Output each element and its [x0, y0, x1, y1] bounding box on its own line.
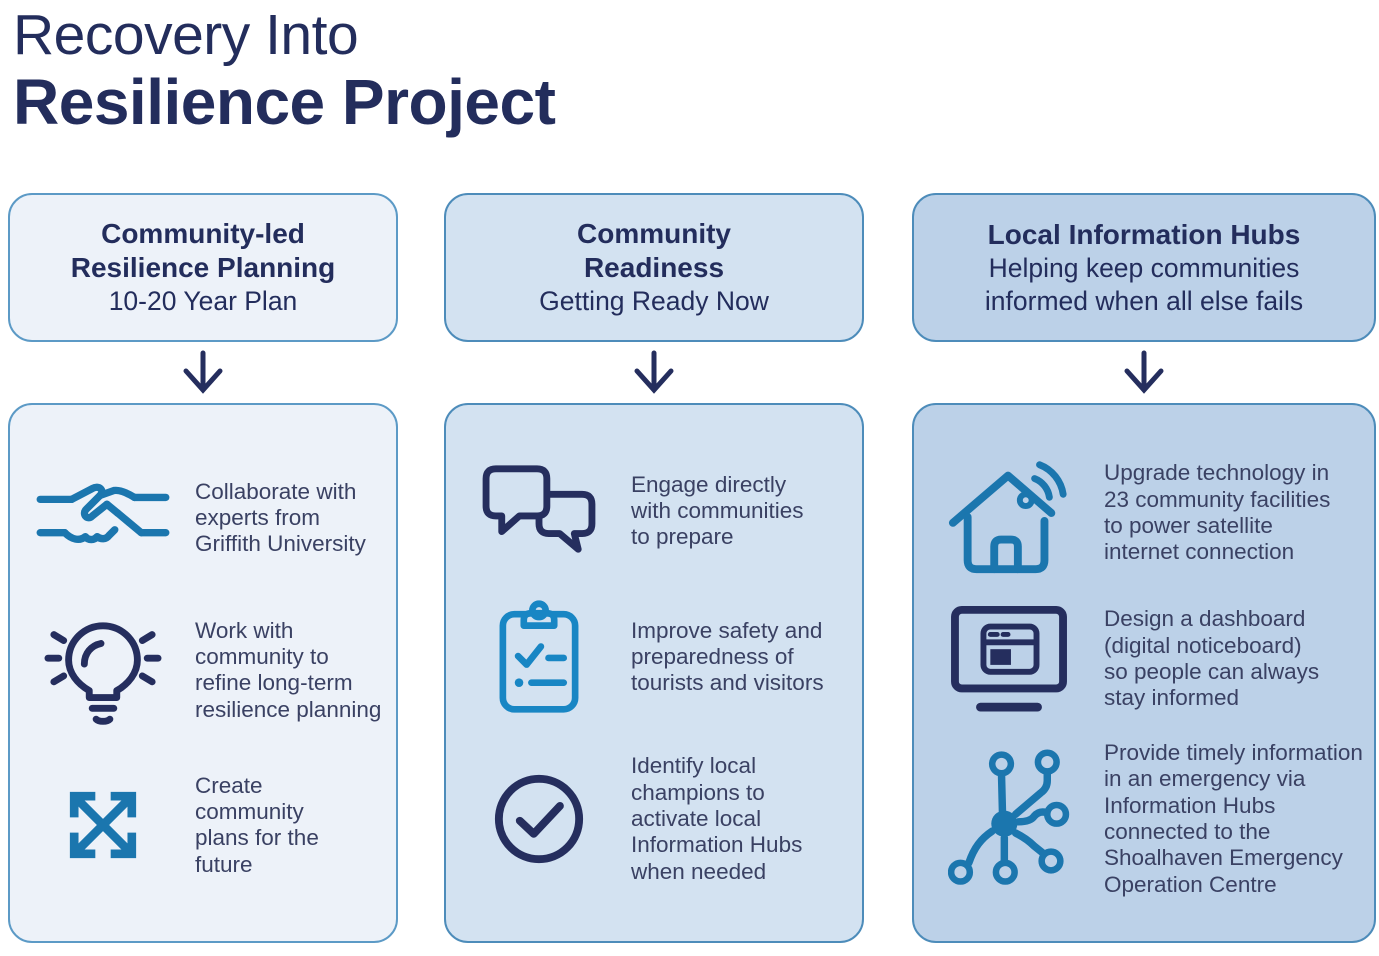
header-subtitle: Getting Ready Now: [539, 286, 769, 317]
header-box: Community Readiness Getting Ready Now: [444, 193, 864, 342]
header-title: Community-led Resilience Planning: [70, 218, 336, 284]
flow-arrow: [912, 342, 1376, 403]
column-resilience-planning: Community-led Resilience Planning 10-20 …: [8, 193, 398, 943]
item-text: Provide timely information in an emergen…: [1104, 740, 1363, 897]
item-text: Upgrade technology in 23 community facil…: [1104, 460, 1331, 565]
flow-arrow: [444, 342, 864, 403]
content-box: Engage directly with communities to prep…: [444, 403, 864, 943]
house-wifi-icon: [948, 461, 1067, 574]
item-text: Design a dashboard (digital noticeboard)…: [1104, 606, 1320, 711]
item-text: Improve safety and preparedness of touri…: [631, 617, 824, 696]
down-arrow-icon: [183, 350, 223, 394]
expand-arrows-icon: [69, 792, 136, 859]
content-box: Upgrade technology in 23 community facil…: [912, 403, 1376, 943]
icon-cell: [914, 749, 1104, 889]
item-text: Collaborate with experts from Griffith U…: [195, 478, 366, 557]
icon-cell: [10, 777, 195, 873]
page-title-line1: Recovery Into: [13, 3, 359, 67]
handshake-icon: [36, 483, 169, 544]
content-box: Collaborate with experts from Griffith U…: [8, 403, 398, 943]
item-text: Work with community to refine long-term …: [195, 617, 382, 722]
header-box: Local Information Hubs Helping keep comm…: [912, 193, 1376, 342]
list-item: Provide timely information in an emergen…: [914, 740, 1374, 898]
dashboard-noticeboard-icon: [951, 606, 1067, 712]
icon-cell: [10, 468, 195, 568]
item-text: Engage directly with communities to prep…: [631, 471, 804, 550]
icon-cell: [914, 448, 1104, 578]
page-title: Recovery Into Resilience Project: [13, 2, 556, 139]
list-item: Work with community to refine long-term …: [10, 613, 396, 727]
down-arrow-icon: [634, 350, 674, 394]
list-item: Upgrade technology in 23 community facil…: [914, 448, 1374, 578]
flow-arrow: [8, 342, 398, 403]
item-text: Create community plans for the future: [195, 772, 319, 877]
header-subtitle: Helping keep communities informed when a…: [984, 253, 1304, 316]
list-item: Design a dashboard (digital noticeboard)…: [914, 603, 1374, 715]
list-item: Identify local champions to activate loc…: [446, 753, 862, 885]
icon-cell: [446, 599, 631, 715]
list-item: Improve safety and preparedness of touri…: [446, 599, 862, 715]
header-subtitle: 10-20 Year Plan: [108, 286, 298, 317]
header-title: Local Information Hubs: [987, 219, 1301, 251]
list-item: Engage directly with communities to prep…: [446, 461, 862, 561]
down-arrow-icon: [1124, 350, 1164, 394]
icon-cell: [446, 461, 631, 561]
column-information-hubs: Local Information Hubs Helping keep comm…: [912, 193, 1376, 943]
check-circle-icon: [494, 775, 583, 864]
list-item: Collaborate with experts from Griffith U…: [10, 468, 396, 568]
clipboard-checklist-icon: [499, 600, 578, 713]
list-item: Create community plans for the future: [10, 773, 396, 878]
header-box: Community-led Resilience Planning 10-20 …: [8, 193, 398, 342]
network-hub-icon: [948, 749, 1070, 885]
icon-cell: [914, 603, 1104, 715]
page-title-line2: Resilience Project: [13, 66, 556, 139]
header-title: Community Readiness: [577, 218, 731, 284]
icon-cell: [10, 613, 195, 727]
column-community-readiness: Community Readiness Getting Ready Now: [444, 193, 864, 943]
chat-bubbles-icon: [482, 465, 595, 553]
icon-cell: [446, 771, 631, 867]
item-text: Identify local champions to activate loc…: [631, 753, 803, 884]
lightbulb-icon: [44, 622, 161, 726]
